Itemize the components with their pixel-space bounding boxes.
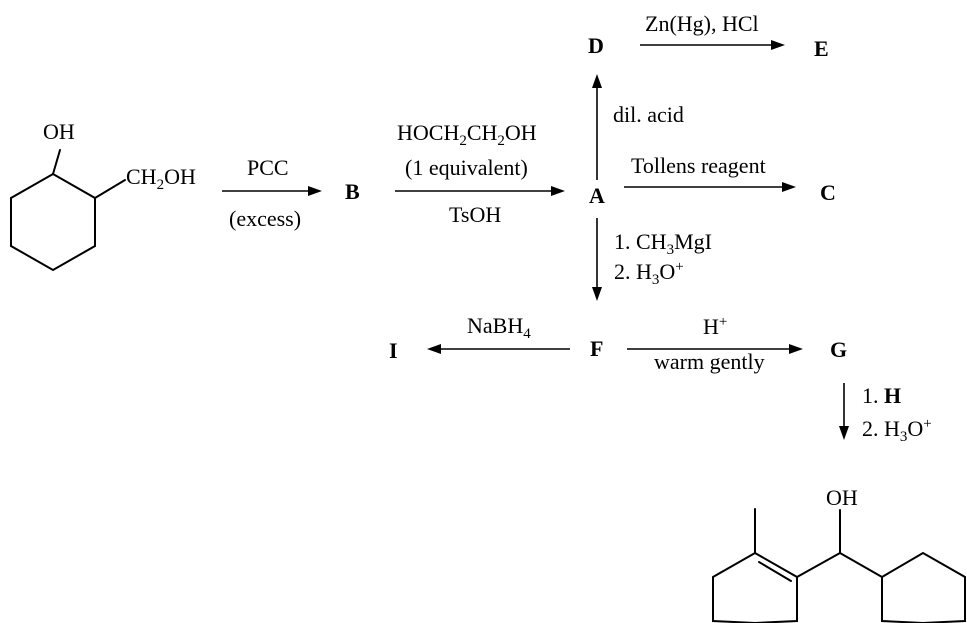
compound-c: C	[820, 180, 836, 205]
cyclohexyl-ring	[881, 551, 966, 623]
arrow-f-to-i: NaBH4	[427, 313, 570, 354]
arrow-start-to-b: PCC (excess)	[222, 155, 322, 231]
reagent-dil-acid: dil. acid	[613, 102, 684, 127]
reagent-nabh4: NaBH4	[467, 313, 531, 342]
reagent-pcc: PCC	[247, 155, 289, 180]
cyclohexane-ring	[10, 172, 96, 272]
oh-bond	[52, 149, 61, 175]
compound-f: F	[590, 336, 603, 361]
reagent-excess: (excess)	[229, 206, 301, 231]
start-oh-label: OH	[43, 119, 75, 144]
final-product-structure: OH	[712, 485, 966, 623]
ring-double-bond	[758, 561, 792, 582]
reagent-tsoh: TsOH	[449, 202, 501, 227]
reagent-grignard-step1: 1. CH3MgI	[614, 229, 712, 258]
compound-b: B	[345, 179, 360, 204]
reagent-tollens: Tollens reagent	[631, 153, 766, 178]
compound-g: G	[830, 337, 847, 362]
reagent-h-plus: H+	[703, 314, 727, 339]
starting-material-structure: OH CH2OH	[10, 119, 196, 272]
arrow-b-to-a: HOCH2CH2OH (1 equivalent) TsOH	[395, 120, 565, 227]
compound-a: A	[589, 183, 605, 208]
arrow-g-to-product: 1. H 2. H3O+	[839, 383, 932, 445]
reagent-one-equivalent: (1 equivalent)	[405, 155, 528, 180]
compound-d: D	[588, 33, 604, 58]
reagent-g-step1: 1. H	[862, 383, 901, 408]
start-ch2oh-label: CH2OH	[126, 164, 196, 193]
arrow-a-to-f: 1. CH3MgI 2. H3O+	[592, 218, 712, 301]
arrow-f-to-g: H+ warm gently	[627, 314, 803, 374]
ch2oh-bond	[94, 179, 126, 199]
reagent-grignard-step2: 2. H3O+	[614, 259, 684, 288]
reagent-warm-gently: warm gently	[654, 349, 765, 374]
arrow-a-to-c: Tollens reagent	[624, 153, 796, 192]
arrow-d-to-e: Zn(Hg), HCl	[640, 11, 785, 50]
product-oh-label: OH	[826, 485, 858, 510]
compound-e: E	[814, 36, 829, 61]
arrow-a-to-d: dil. acid	[592, 74, 684, 180]
reagent-zn-hg-hcl: Zn(Hg), HCl	[645, 11, 759, 36]
cyclohexene-ring	[712, 551, 798, 623]
reagent-g-step2: 2. H3O+	[862, 416, 932, 445]
reagent-ethylene-glycol: HOCH2CH2OH	[397, 120, 537, 149]
carbinol-bond-right	[839, 552, 883, 578]
carbinol-bond-left	[796, 552, 841, 578]
compound-i: I	[389, 338, 398, 363]
